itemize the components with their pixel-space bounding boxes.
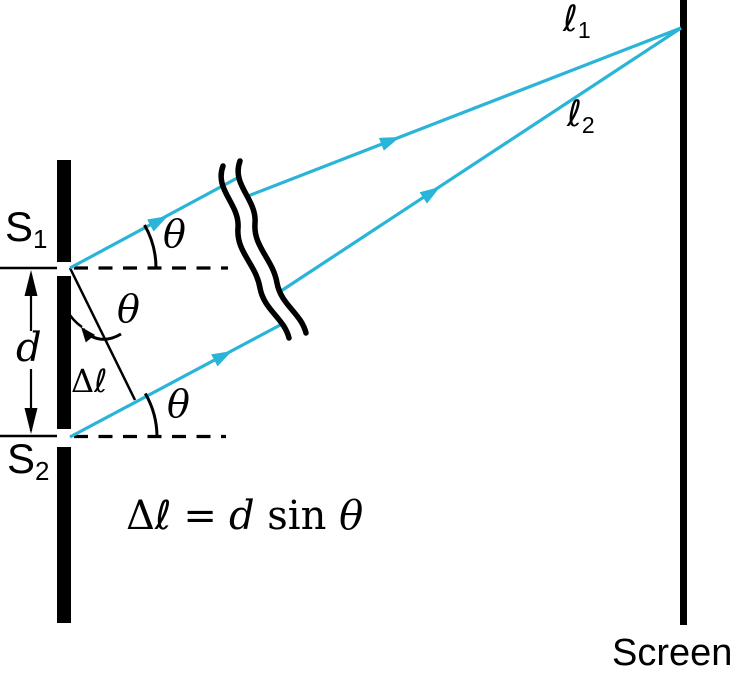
d-arrow-down-icon — [24, 408, 38, 434]
ray-l1-segment-far — [247, 26, 682, 198]
equation-equals: = — [183, 493, 217, 539]
slit1-subscript: 1 — [33, 223, 48, 254]
ray-l2-segment-near — [69, 321, 285, 439]
slit1-letter: S — [5, 203, 34, 250]
theta-middle-arc-stub — [64, 308, 83, 329]
path-length-1-label: ℓ1 — [563, 1, 591, 42]
slit2-subscript: 2 — [35, 455, 50, 486]
ray-l2-far-arrow-icon — [419, 187, 440, 204]
path-length-2-ell: ℓ — [567, 94, 582, 135]
path-difference-delta: Δ — [71, 362, 95, 400]
path-difference-perpendicular-line — [68, 267, 137, 401]
theta-label-upper: θ — [163, 212, 186, 256]
break-squiggle-left — [218, 163, 292, 341]
theta-middle-arrow-icon — [81, 327, 96, 343]
path-length-1-subscript: 1 — [577, 16, 591, 43]
theta-arc-lower — [143, 392, 159, 438]
ray-l1-far-arrow-icon — [378, 137, 400, 151]
path-length-1-ell: ℓ — [563, 0, 578, 40]
path-length-2-label: ℓ2 — [567, 96, 595, 137]
d-arrow-up-icon — [24, 270, 38, 296]
path-difference-equation: Δℓ=d sin θ — [126, 496, 363, 536]
slit-separation-label: d — [16, 325, 42, 371]
slit1-label: S1 — [5, 206, 47, 252]
ray-l1-near-arrow-icon — [147, 216, 168, 232]
slit2-label: S2 — [7, 438, 49, 484]
equation-sin: sin — [267, 493, 327, 539]
path-difference-ell: ℓ — [94, 362, 108, 400]
slit2-letter: S — [7, 435, 36, 482]
equation-ell: ℓ — [154, 493, 172, 539]
ray-l2-near-arrow-icon — [211, 351, 232, 367]
theta-label-lower: θ — [167, 382, 190, 426]
equation-d: d — [228, 493, 255, 539]
theta-arc-upper — [143, 224, 158, 269]
screen-label: Screen — [612, 632, 733, 674]
path-length-2-subscript: 2 — [581, 111, 595, 138]
equation-theta: θ — [339, 493, 364, 539]
equation-delta: Δ — [126, 493, 155, 539]
path-difference-label: Δℓ — [71, 365, 107, 397]
ray-l2-segment-far — [280, 26, 682, 293]
break-squiggle-right — [235, 158, 309, 336]
theta-label-middle: θ — [117, 287, 140, 331]
